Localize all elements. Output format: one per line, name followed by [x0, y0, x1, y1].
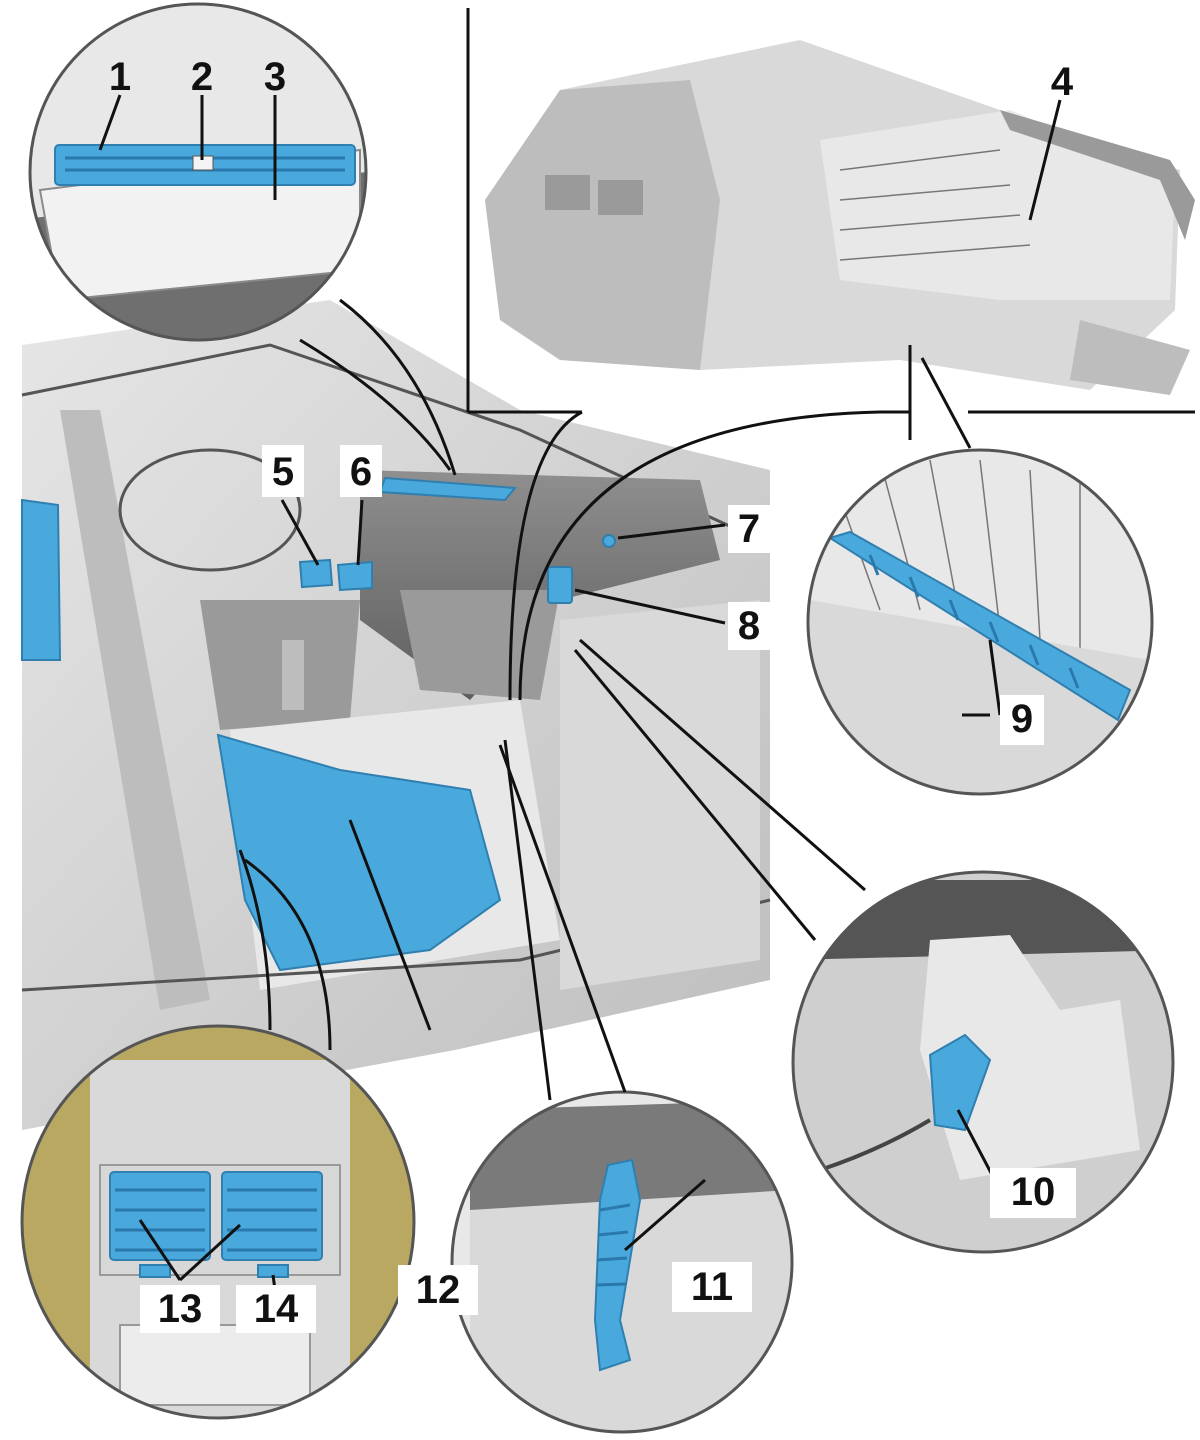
- magnifier-connectors: [238, 298, 881, 1101]
- callout-12: 12: [416, 1268, 461, 1312]
- windscreen-vent-detail: [28, 2, 368, 342]
- duct-detail: [806, 448, 1154, 796]
- sensor-detail: [791, 870, 1175, 1254]
- rear-vent-left: [109, 1171, 211, 1261]
- dash-vent-5-highlight: [298, 558, 334, 589]
- callout-leaders: [98, 94, 1062, 1291]
- callout-8: 8: [738, 604, 760, 648]
- rear-vent-detail: [20, 1024, 416, 1420]
- duct-9-highlight: [827, 530, 1132, 722]
- control-unit-8-highlight: [547, 566, 573, 604]
- rear-control-left: [139, 1264, 171, 1278]
- a-pillar-vent-highlight: [21, 498, 62, 661]
- hvac-unit-view: [466, 8, 1195, 449]
- callout-4: 4: [1051, 60, 1074, 104]
- callout-13: 13: [158, 1287, 203, 1331]
- sensor-7-highlight: [602, 534, 616, 548]
- callout-10: 10: [1011, 1170, 1056, 1214]
- car-interior-view: [21, 300, 771, 1130]
- rear-vent-right: [221, 1171, 323, 1261]
- callout-11: 11: [691, 1265, 733, 1309]
- callout-3: 3: [264, 55, 286, 99]
- callout-6: 6: [350, 450, 372, 494]
- callout-5: 5: [272, 450, 294, 494]
- callout-7: 7: [738, 507, 760, 551]
- footwell-duct-12-highlight: [216, 733, 502, 972]
- sensor-10-highlight: [928, 1033, 992, 1132]
- callout-2: 2: [191, 55, 213, 99]
- dash-vent-6-highlight: [336, 560, 373, 592]
- callout-labels: 1 2 3 4 5 6 7 8 9 10 11 12 13 14: [109, 55, 1076, 1333]
- callout-1: 1: [109, 55, 131, 99]
- callout-9: 9: [1011, 697, 1033, 741]
- callout-14: 14: [254, 1287, 299, 1331]
- drain-11-highlight: [593, 1158, 642, 1372]
